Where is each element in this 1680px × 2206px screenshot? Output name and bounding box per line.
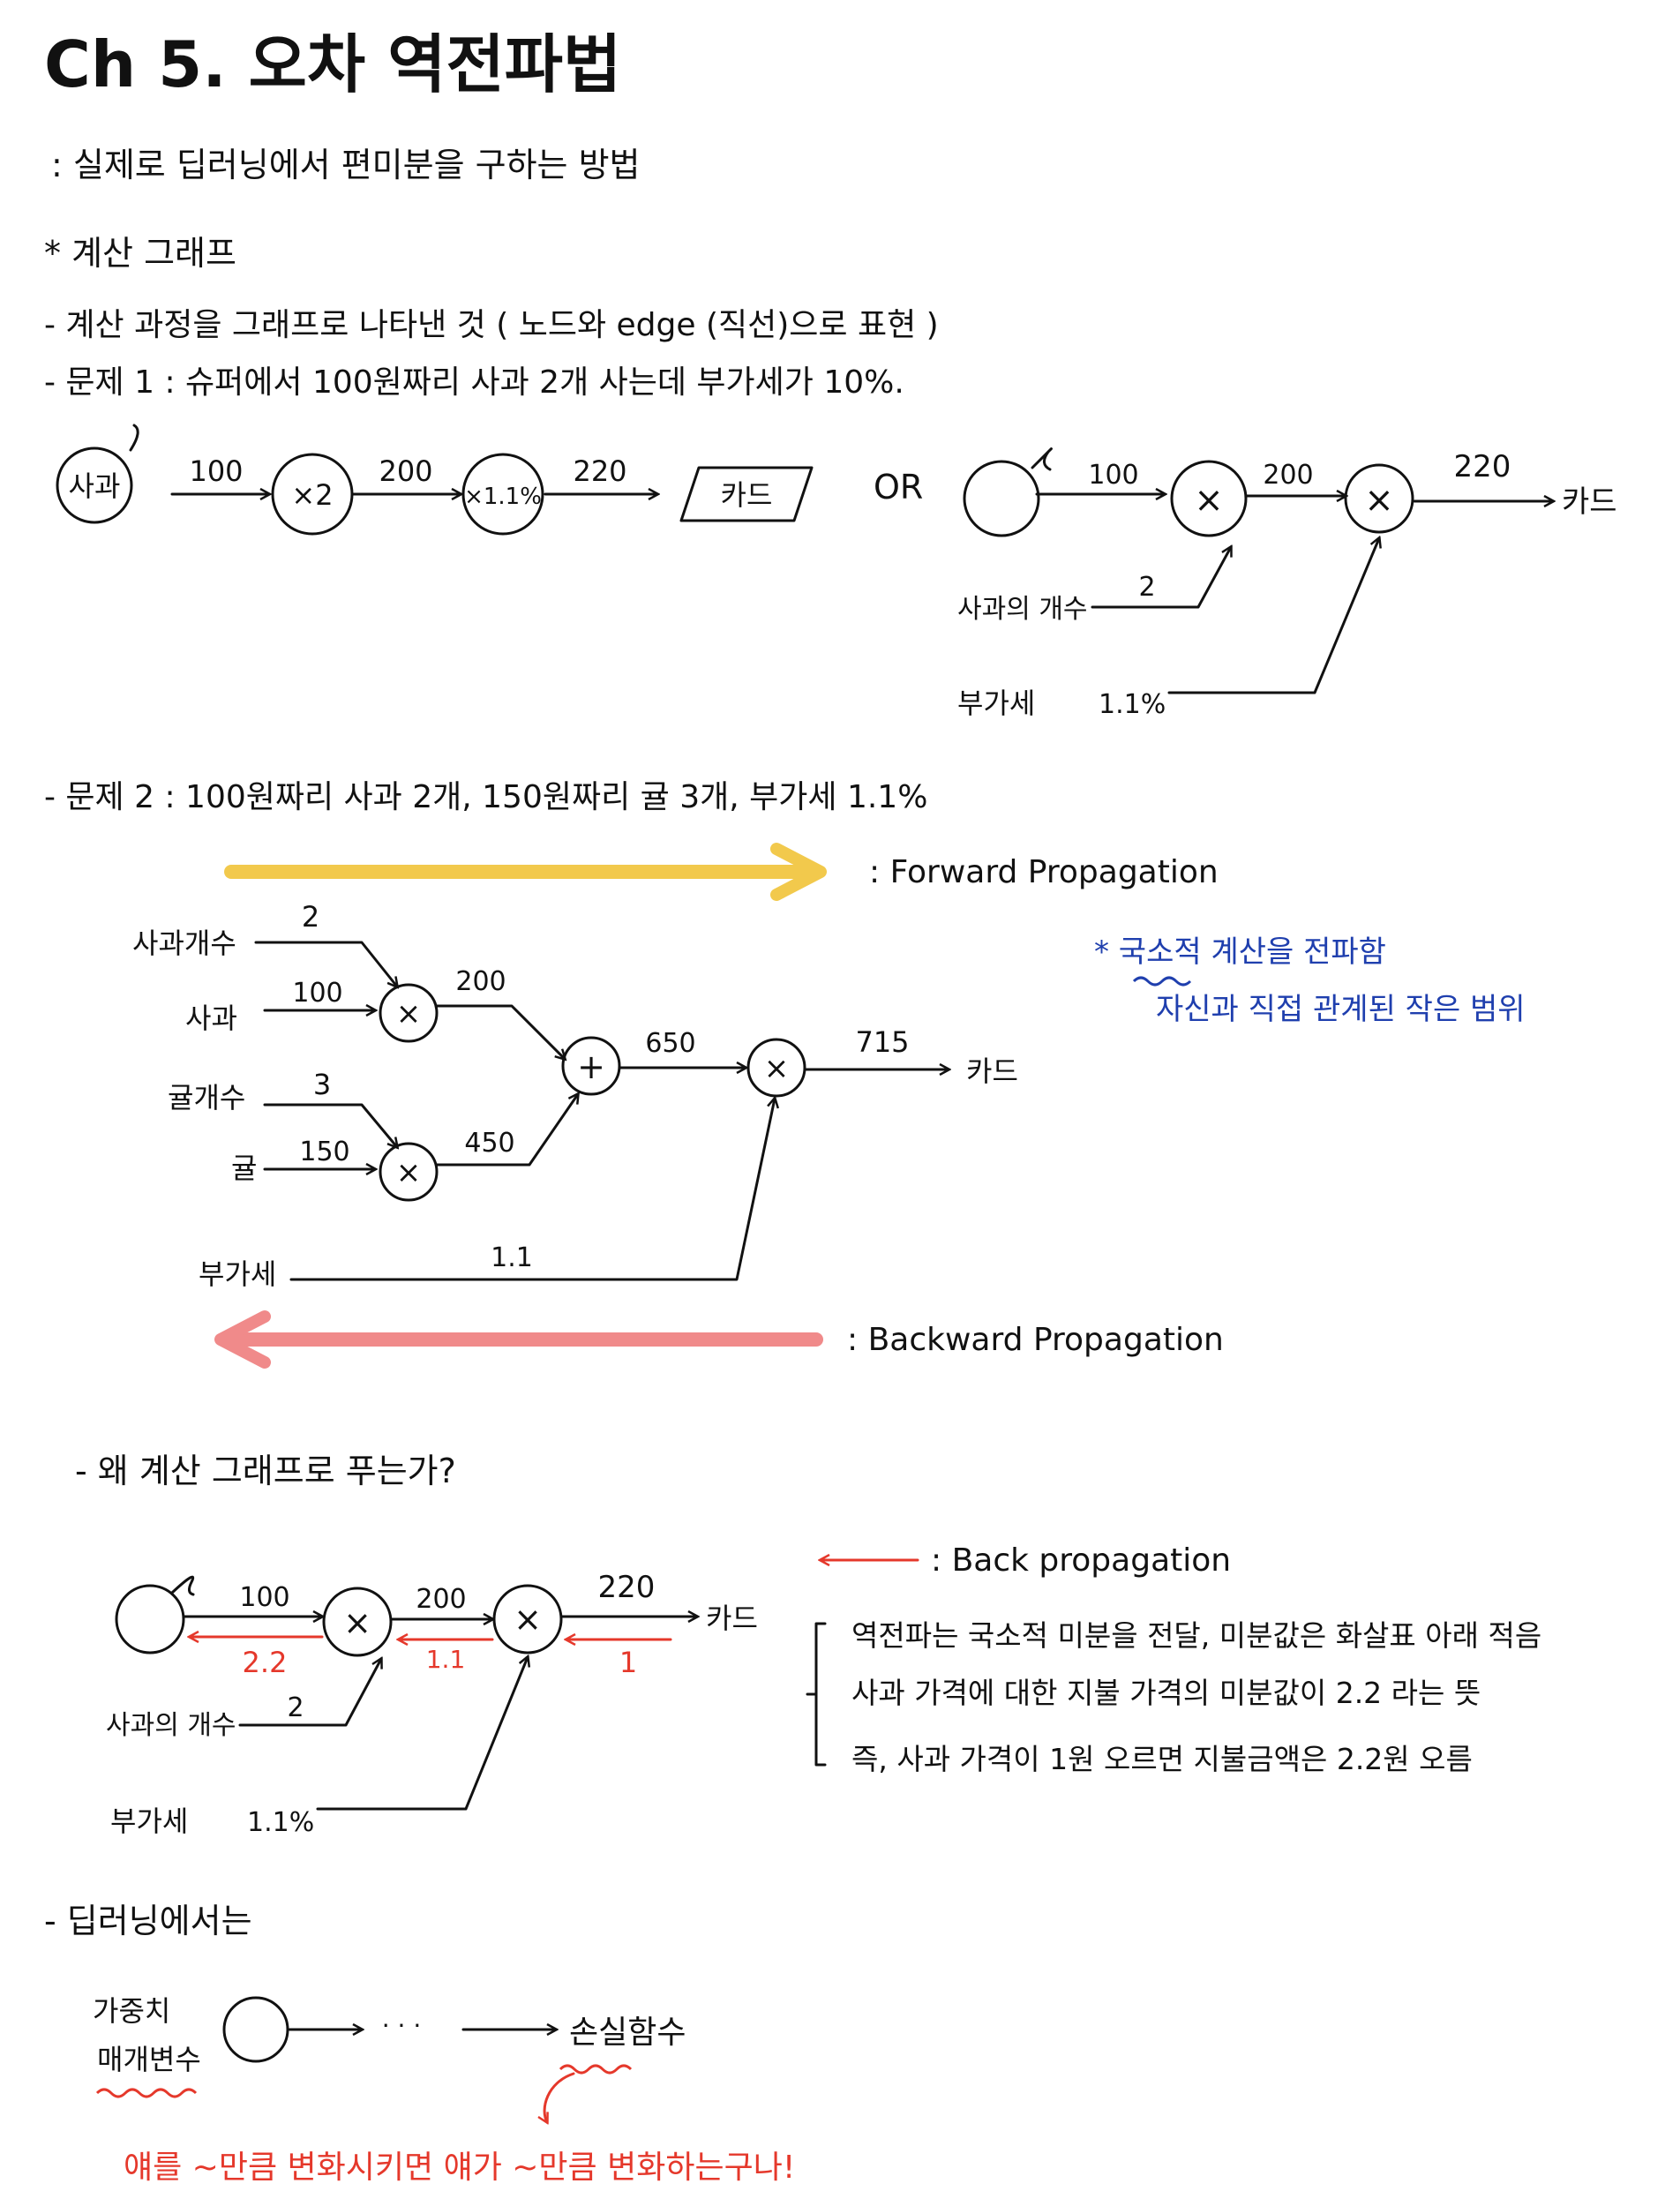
problem-2: - 문제 2 : 100원짜리 사과 2개, 150원짜리 귤 3개, 부가세 … [44, 779, 927, 815]
orange-mul-node: × [396, 1155, 422, 1190]
edge-value-100-c: 100 [239, 1582, 289, 1613]
problem1-graph-a: 사과 100 ×2 200 ×1.1% 220 카드 [56, 424, 814, 536]
edge-value-220-c: 220 [598, 1570, 656, 1605]
final-mul-node: × [764, 1051, 790, 1086]
problem1-graph-b: 100 × 200 × 220 카드 사과의 개수 2 부가세 1.1% [957, 447, 1617, 720]
tax-value-b: 1.1% [1099, 689, 1166, 720]
edge-value-220-b: 220 [1454, 449, 1511, 484]
apple-total-value: 200 [455, 966, 506, 997]
ellipsis: · · · [382, 2011, 422, 2040]
backprop-value-2-2: 2.2 [243, 1646, 288, 1679]
back-propagation-label: : Back propagation [931, 1542, 1231, 1579]
apple-count-label-c: 사과의 개수 [106, 1710, 236, 1741]
edge-value-200-c: 200 [416, 1584, 466, 1615]
apple-count-value-b: 2 [1138, 572, 1155, 603]
apple-mul-node: × [396, 996, 422, 1032]
apple-count-value: 2 [302, 900, 319, 934]
orange-count-label: 귤개수 [168, 1081, 245, 1114]
apple-node-label: 사과 [69, 469, 121, 503]
tax-label-c: 부가세 [110, 1805, 188, 1838]
loss-red-underline [559, 2064, 633, 2075]
node-mul-1: × [1194, 480, 1224, 521]
backprop-value-1-1: 1.1 [426, 1645, 466, 1674]
weights-label: 가중치 [93, 1994, 170, 2028]
blue-note-line-2: 자신과 직접 관계된 작은 범위 [1156, 992, 1526, 1027]
edge-value-100-b: 100 [1088, 460, 1138, 491]
orange-total-value: 450 [464, 1128, 514, 1159]
explanation-line-2: 사과 가격에 대한 지불 가격의 미분값이 2.2 라는 뜻 [851, 1676, 1481, 1710]
card-label-c: 카드 [706, 1602, 758, 1635]
card-label-b: 카드 [1562, 484, 1617, 520]
edge-value-100: 100 [189, 454, 243, 488]
apple-label: 사과 [185, 1002, 237, 1035]
blue-note-underline [1132, 976, 1192, 987]
problem-1: - 문제 1 : 슈퍼에서 100원짜리 사과 2개 사는데 부가세가 10%. [44, 364, 904, 401]
subtitle: : 실제로 딥러닝에서 편미분을 구하는 방법 [51, 146, 641, 184]
card-box-label: 카드 [721, 478, 773, 512]
blue-note-line-1: * 국소적 계산을 전파함 [1094, 934, 1386, 970]
node-mul-c2: × [514, 1600, 542, 1639]
apple-price-value: 100 [292, 978, 342, 1009]
loss-function-label: 손실함수 [569, 2015, 686, 2051]
tax-value-c: 1.1% [247, 1807, 314, 1838]
explanation-line-1: 역전파는 국소적 미분을 전달, 미분값은 화살표 아래 적음 [851, 1618, 1541, 1653]
apple-count-value-c: 2 [287, 1692, 304, 1723]
problem2-graph: 사과개수 2 사과 100 × 200 + 650 × 715 카드 귤개수 3… [132, 900, 1018, 1291]
params-label: 매개변수 [97, 2043, 201, 2076]
orange-label: 귤 [231, 1152, 257, 1185]
graph-definition: - 계산 과정을 그래프로 나타낸 것 ( 노드와 edge (직선)으로 표현… [44, 307, 939, 343]
apple-count-label-b: 사과의 개수 [957, 594, 1088, 625]
edge-value-220: 220 [573, 454, 626, 488]
backprop-value-1: 1 [619, 1646, 637, 1679]
tax-label-p2: 부가세 [199, 1257, 276, 1291]
tax-value-p2: 1.1 [491, 1242, 533, 1273]
orange-price-value: 150 [299, 1137, 349, 1167]
card-label-p2: 카드 [966, 1054, 1018, 1088]
explanation-line-3: 즉, 사과 가격이 1원 오르면 지불금액은 2.2원 오름 [851, 1742, 1473, 1776]
or-label: OR [874, 468, 923, 506]
orange-count-value: 3 [313, 1068, 331, 1101]
forward-propagation-label: : Forward Propagation [869, 854, 1219, 890]
why-heading: - 왜 계산 그래프로 푸는가? [75, 1452, 456, 1490]
section-graph-heading: * 계산 그래프 [44, 234, 236, 273]
page-title: Ch 5. 오차 역전파법 [44, 27, 621, 101]
sum-value: 650 [645, 1028, 695, 1059]
node-mul-c1: × [343, 1603, 371, 1642]
node-times-2: ×2 [291, 478, 333, 512]
backward-propagation-label: : Backward Propagation [847, 1322, 1224, 1358]
edge-value-200-b: 200 [1263, 460, 1313, 491]
explanation-bracket [806, 1622, 827, 1767]
node-times-tax: ×1.1% [464, 484, 542, 510]
node-mul-2: × [1364, 480, 1394, 521]
final-value: 715 [855, 1025, 909, 1059]
deep-learning-heading: - 딥러닝에서는 [44, 1902, 252, 1940]
problem3-graph: 100 2.2 × 200 1.1 × 220 1 카드 사과의 개수 2 부가… [106, 1570, 758, 1838]
edge-value-200: 200 [379, 454, 432, 488]
bottom-red-note: 얘를 ~만큼 변화시키면 얘가 ~만큼 변화하는구나! [124, 2150, 795, 2186]
weight-node [222, 1996, 289, 2063]
sum-node: + [577, 1047, 605, 1086]
apple-count-label: 사과개수 [132, 927, 236, 960]
tax-label-b: 부가세 [957, 687, 1035, 720]
params-red-underline [95, 2088, 198, 2098]
